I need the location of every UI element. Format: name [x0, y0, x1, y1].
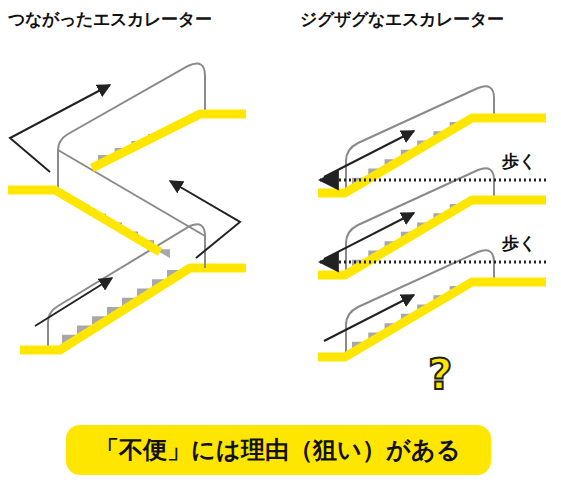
flow-arrow	[10, 85, 110, 172]
panel-title: ジグザグなエスカレーター	[300, 8, 504, 31]
banner-box: 「不便」には理由（狙い）がある	[66, 425, 491, 475]
flow-arrow	[324, 131, 414, 177]
floor-band	[8, 190, 160, 252]
floor-band	[318, 282, 546, 357]
handrail	[48, 224, 205, 352]
flow-arrow	[170, 181, 240, 258]
handrail	[58, 64, 205, 150]
flow-arrow	[324, 213, 414, 259]
walk-arrow	[320, 261, 546, 264]
floor-band	[92, 114, 246, 168]
floor-band	[318, 118, 546, 193]
panel-title: つながったエスカレーター	[8, 8, 212, 31]
floor-band	[318, 200, 546, 275]
walk-label: 歩く	[502, 232, 536, 255]
walk-label: 歩く	[502, 150, 536, 173]
floor-band	[20, 268, 246, 350]
flow-arrow	[35, 278, 112, 326]
banner-text: 「不便」には理由（狙い）がある	[95, 434, 461, 466]
flow-arrow	[324, 295, 414, 341]
walk-arrow	[320, 179, 546, 182]
question-mark: ?	[428, 350, 452, 399]
